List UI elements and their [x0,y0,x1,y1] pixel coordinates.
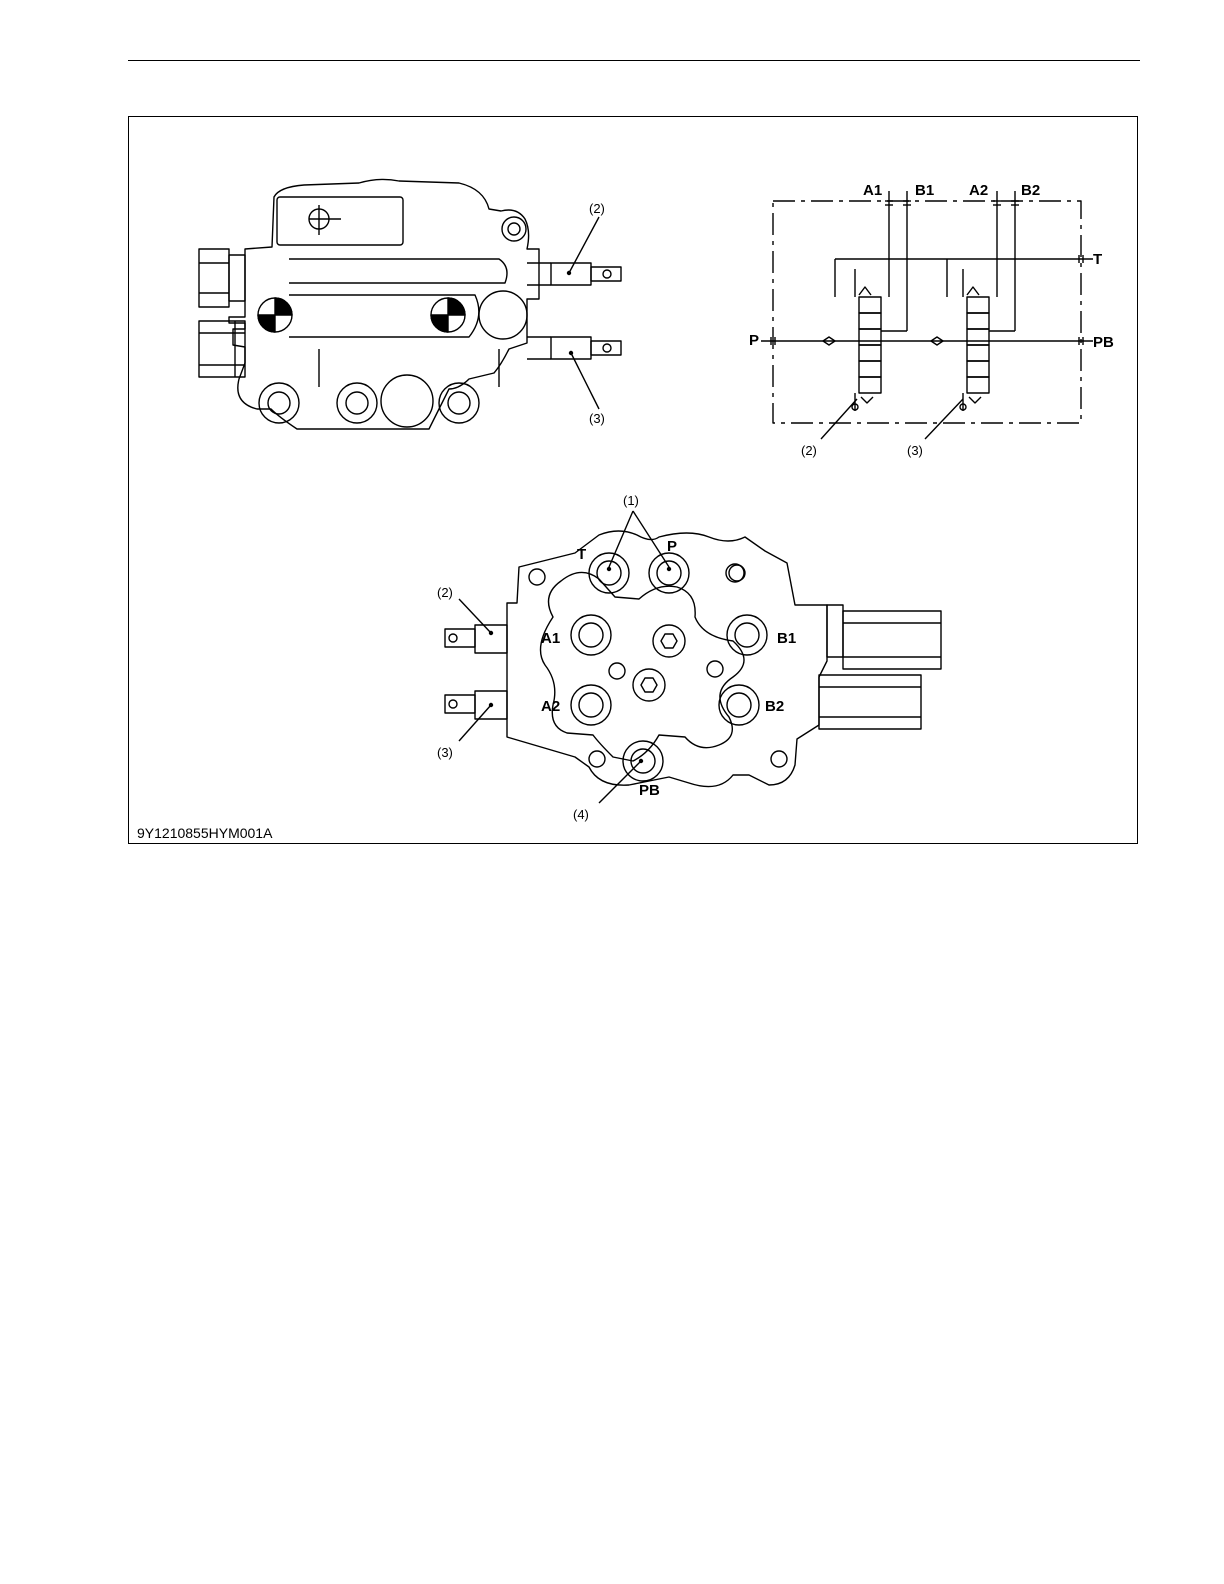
front-port-t-label: T [577,546,586,563]
port-a1-label: A1 [863,182,882,199]
port-t-label: T [1093,251,1102,268]
side-callout-2: (2) [589,201,605,216]
front-port-p-label: P [667,538,677,555]
header-rule [128,60,1140,61]
circuit-callout-3: (3) [907,443,923,458]
figure-frame: (2) (3) [128,116,1138,844]
front-callout-1: (1) [623,493,639,508]
front-callout-3: (3) [437,745,453,760]
front-port-a1-label: A1 [541,630,560,647]
port-a2-label: A2 [969,182,988,199]
front-port-pb-label: PB [639,782,660,799]
valve-illustration: (2) (3) [129,117,1137,843]
side-view [199,179,621,429]
hydraulic-circuit [761,191,1093,439]
front-callout-4: (4) [573,807,589,822]
port-p-label: P [749,332,759,349]
side-callout-3: (3) [589,411,605,426]
port-b2-label: B2 [1021,182,1040,199]
front-callout-2: (2) [437,585,453,600]
front-port-b2-label: B2 [765,698,784,715]
port-pb-label: PB [1093,334,1114,351]
front-port-b1-label: B1 [777,630,796,647]
figure-id: 9Y1210855HYM001A [137,825,272,841]
circuit-callout-2: (2) [801,443,817,458]
front-port-a2-label: A2 [541,698,560,715]
port-b1-label: B1 [915,182,934,199]
front-view [445,511,941,803]
